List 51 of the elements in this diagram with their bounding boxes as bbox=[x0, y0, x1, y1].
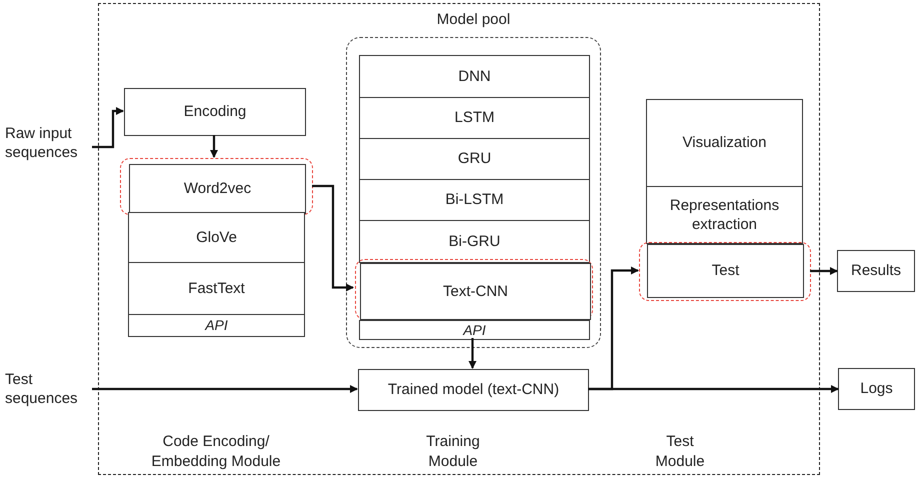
process-box bbox=[128, 212, 305, 263]
process-box bbox=[646, 99, 803, 187]
box-label: LSTM bbox=[454, 108, 494, 128]
box-label: Bi-GRU bbox=[448, 232, 500, 252]
process-box bbox=[124, 88, 306, 136]
api-bar bbox=[359, 320, 590, 340]
box-label: FastText bbox=[188, 278, 245, 298]
process-box bbox=[359, 220, 590, 263]
process-box bbox=[359, 55, 590, 98]
process-box bbox=[129, 164, 306, 214]
module-label: Training Module bbox=[425, 432, 481, 472]
highlight-outline bbox=[639, 242, 811, 301]
box-label: API bbox=[463, 320, 486, 340]
arrow bbox=[92, 107, 124, 148]
box-label: GRU bbox=[458, 149, 492, 169]
box-label: Test bbox=[712, 261, 740, 281]
process-box bbox=[837, 250, 915, 292]
process-box bbox=[647, 244, 804, 298]
input-label: Raw input sequences bbox=[5, 124, 79, 162]
arrow bbox=[210, 135, 218, 158]
module-label: Code Encoding/ Embedding Module bbox=[150, 432, 282, 472]
process-box bbox=[359, 138, 590, 180]
box-label: API bbox=[205, 316, 228, 335]
input-label: Test sequences bbox=[5, 370, 79, 408]
process-box bbox=[359, 179, 590, 221]
arrow bbox=[588, 385, 839, 393]
box-label: Text-CNN bbox=[442, 282, 508, 302]
dashed-frame bbox=[98, 3, 820, 475]
box-label: DNN bbox=[458, 66, 491, 86]
box-label: Visualization bbox=[682, 133, 766, 153]
box-label: Trained model (text-CNN) bbox=[388, 380, 560, 400]
process-box bbox=[358, 369, 589, 411]
arrow bbox=[468, 338, 476, 369]
process-box bbox=[128, 262, 305, 315]
box-label: Representations extraction bbox=[668, 196, 780, 234]
group-title: Model pool bbox=[436, 10, 512, 30]
api-bar bbox=[128, 314, 305, 337]
process-box bbox=[359, 97, 590, 139]
process-box bbox=[838, 368, 915, 410]
box-label: Word2vec bbox=[184, 179, 252, 199]
highlight-outline bbox=[120, 158, 313, 215]
arrow bbox=[92, 385, 358, 393]
arrow bbox=[810, 267, 838, 275]
box-label: Encoding bbox=[184, 102, 246, 122]
box-label: GloVe bbox=[196, 228, 237, 248]
box-label: Bi-LSTM bbox=[445, 190, 504, 210]
arrow bbox=[312, 184, 354, 292]
module-label: Test Module bbox=[654, 432, 706, 472]
box-label: Logs bbox=[860, 379, 893, 399]
process-box bbox=[646, 186, 803, 244]
box-label: Results bbox=[850, 261, 902, 281]
